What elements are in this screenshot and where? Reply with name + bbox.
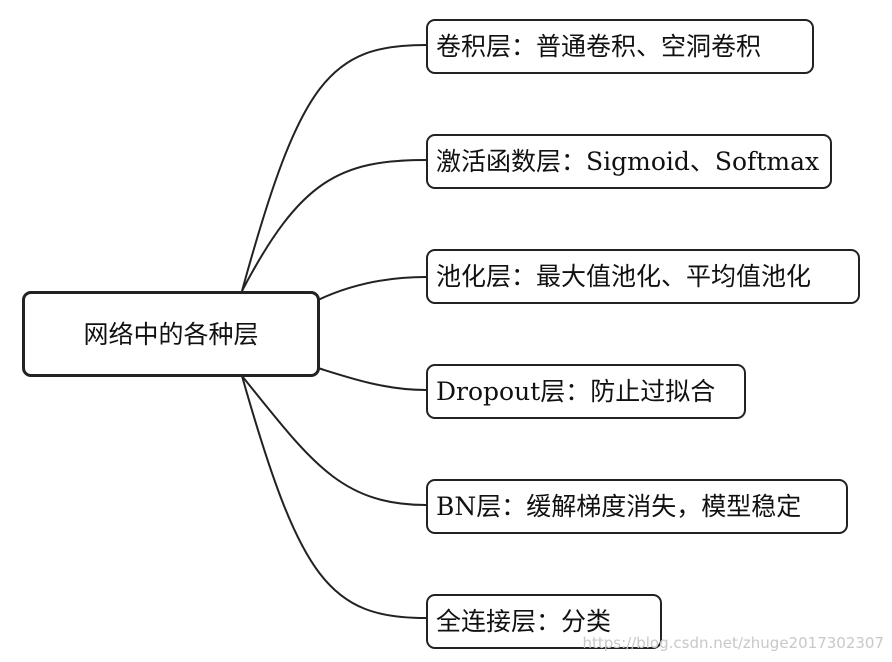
connector-line <box>317 367 427 391</box>
branch-node-label: 激活函数层：Sigmoid、Softmax <box>436 147 820 176</box>
branch-node-label: 池化层：最大值池化、平均值池化 <box>436 262 812 291</box>
connector-line <box>241 159 427 292</box>
root-node: 网络中的各种层 <box>22 291 320 377</box>
connector-line <box>241 375 427 506</box>
branch-node-fc: 全连接层：分类 <box>426 594 662 649</box>
branch-node-pooling: 池化层：最大值池化、平均值池化 <box>426 249 860 304</box>
branch-node-dropout: Dropout层：防止过拟合 <box>426 364 746 419</box>
branch-node-label: BN层：缓解梯度消失，模型稳定 <box>436 492 802 521</box>
branch-node-label: 全连接层：分类 <box>436 607 612 636</box>
branch-node-label: 卷积层：普通卷积、空洞卷积 <box>436 32 762 61</box>
connector-line <box>241 44 427 292</box>
connector-line <box>317 276 427 301</box>
branch-node-label: Dropout层：防止过拟合 <box>436 377 716 406</box>
connector-line <box>241 375 427 619</box>
branch-node-bn: BN层：缓解梯度消失，模型稳定 <box>426 479 848 534</box>
branch-node-conv: 卷积层：普通卷积、空洞卷积 <box>426 19 814 74</box>
branch-node-activation: 激活函数层：Sigmoid、Softmax <box>426 134 832 189</box>
watermark-text: https://blog.csdn.net/zhuge2017302307 <box>582 634 884 652</box>
root-node-label: 网络中的各种层 <box>83 319 259 349</box>
